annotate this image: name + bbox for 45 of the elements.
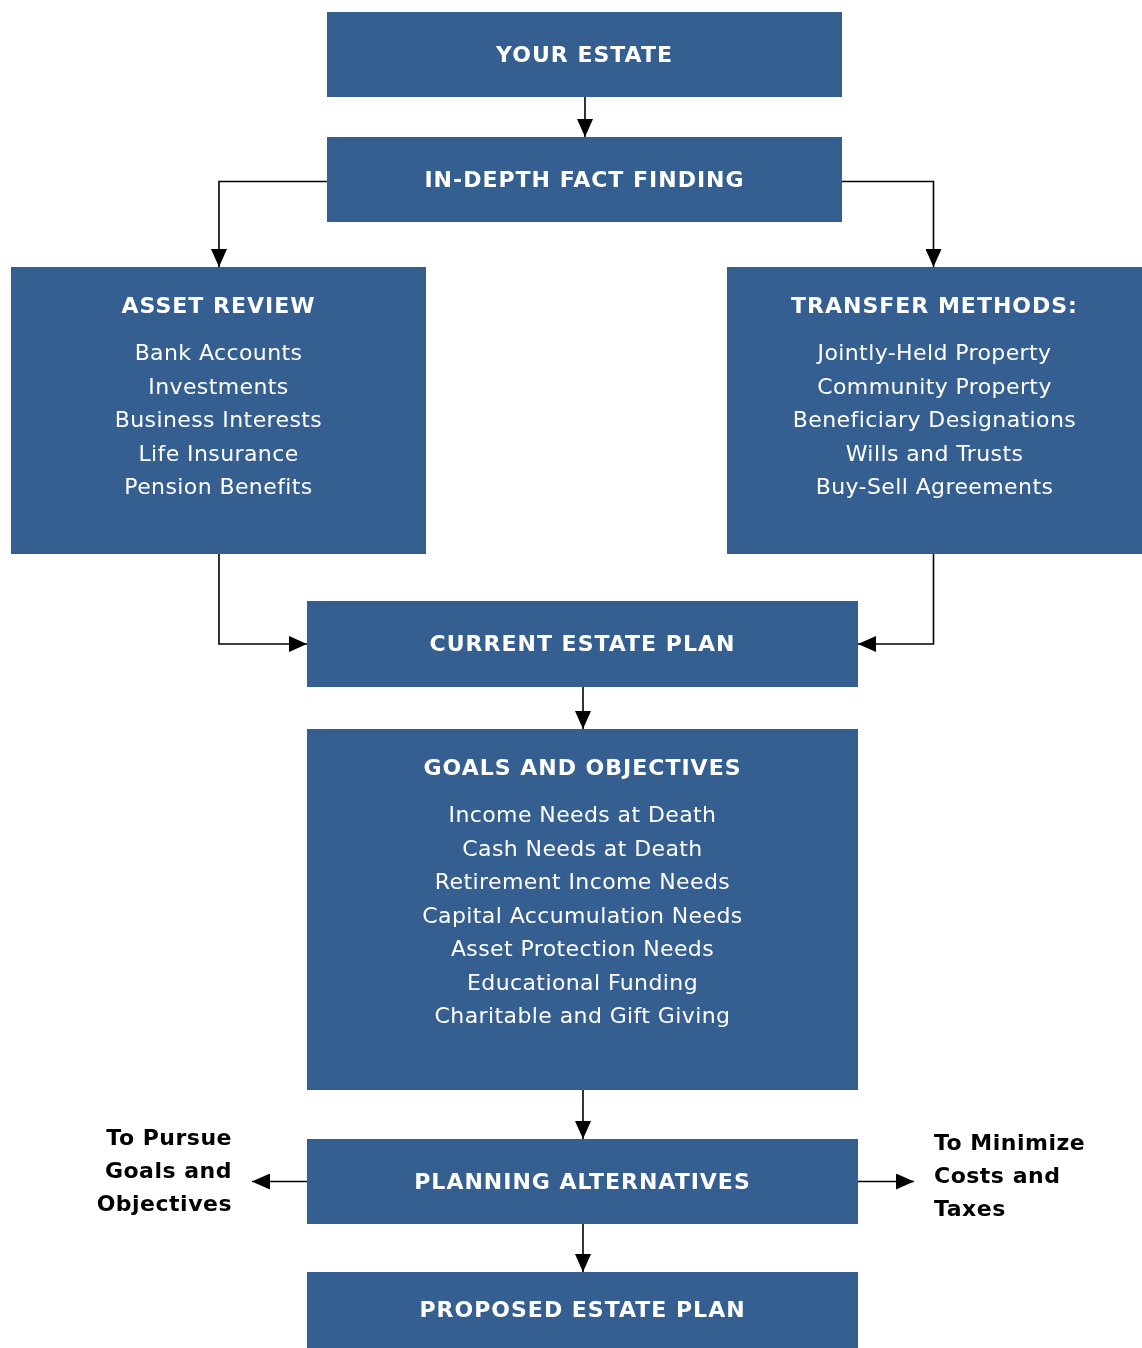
list-item: Bank Accounts — [134, 339, 303, 367]
process-box — [327, 137, 842, 222]
box-heading: TRANSFER METHODS: — [791, 292, 1078, 320]
list-item: Cash Needs at Death — [462, 834, 703, 863]
arrow — [211, 180, 328, 268]
list-item: Life Insurance — [138, 439, 299, 468]
arrow — [575, 686, 591, 730]
list-box — [11, 267, 426, 554]
process-box — [307, 601, 858, 687]
process-box — [327, 12, 842, 97]
arrow — [577, 96, 593, 138]
list-item: Educational Funding — [466, 968, 698, 997]
list-item: Beneficiary Designations — [792, 406, 1077, 434]
box-heading: CURRENT ESTATE PLAN — [429, 630, 736, 658]
list-item: Income Needs at Death — [448, 801, 717, 829]
box-heading: GOALS AND OBJECTIVES — [423, 754, 742, 782]
side-note: To Minimize Costs and Taxes — [914, 1122, 1114, 1228]
arrow — [218, 553, 308, 652]
box-heading: ASSET REVIEW — [121, 292, 316, 320]
list-box — [307, 729, 858, 1090]
arrow — [857, 553, 935, 652]
arrow — [841, 180, 942, 268]
list-item: Pension Benefits — [124, 473, 313, 501]
list-item: Retirement Income Needs — [434, 868, 731, 896]
arrow — [857, 1173, 915, 1190]
list-item: Buy-Sell Agreements — [815, 473, 1054, 501]
list-box — [727, 267, 1142, 554]
box-heading: PLANNING ALTERNATIVES — [414, 1167, 751, 1196]
list-item: Asset Protection Needs — [450, 935, 715, 963]
arrow — [575, 1089, 591, 1140]
list-item: Business Interests — [114, 406, 323, 434]
box-heading: IN-DEPTH FACT FINDING — [424, 165, 745, 194]
list-item: Wills and Trusts — [845, 439, 1024, 468]
side-note: To Pursue Goals and Objectives — [70, 1117, 252, 1223]
arrow — [575, 1223, 591, 1273]
box-heading: PROPOSED ESTATE PLAN — [419, 1296, 746, 1324]
list-item: Investments — [148, 372, 289, 401]
list-item: Capital Accumulation Needs — [422, 901, 743, 930]
process-box — [307, 1272, 858, 1348]
list-item: Community Property — [817, 372, 1052, 401]
list-item: Charitable and Gift Giving — [434, 1002, 731, 1030]
box-heading: YOUR ESTATE — [496, 40, 673, 69]
arrow — [251, 1173, 308, 1190]
process-box — [307, 1139, 858, 1224]
list-item: Jointly-Held Property — [817, 339, 1052, 367]
